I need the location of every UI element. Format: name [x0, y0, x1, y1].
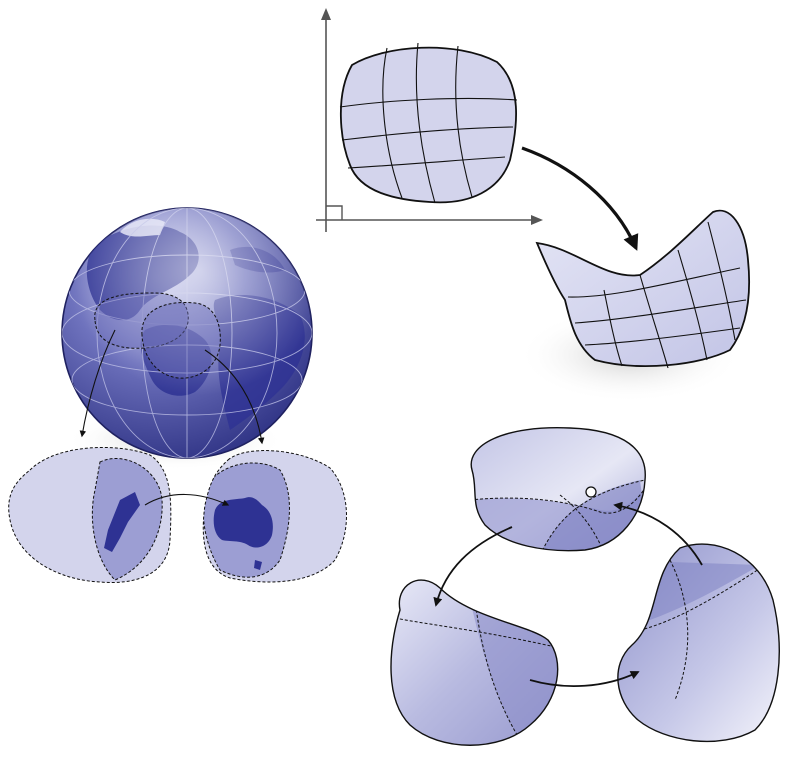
globe-region-b: [141, 301, 221, 379]
left-chart-land: [104, 492, 140, 552]
saddle-surface: [518, 209, 751, 403]
x-axis-arrowhead-icon: [531, 215, 543, 225]
chart-map-arrow-icon: [204, 349, 265, 445]
transition-arrow-icon: [613, 501, 703, 566]
globe: [61, 207, 313, 470]
point-marker-icon: [585, 486, 597, 498]
blob-right: [617, 543, 780, 743]
right-chart-land: [213, 497, 273, 548]
transition-arrow-icon: [529, 671, 640, 687]
chart-map-arrow-icon: [79, 329, 116, 438]
patch-outline: [339, 46, 517, 204]
left-chart: [8, 447, 172, 583]
cartesian-axes: [316, 8, 543, 232]
transition-arrow-icon: [433, 526, 513, 607]
right-chart-outline: [202, 450, 347, 583]
coordinate-patch: [339, 42, 518, 204]
right-chart: [202, 450, 347, 583]
right-angle-marker: [326, 205, 343, 220]
globe-surface: [62, 208, 312, 458]
blob-top: [470, 427, 646, 552]
blob-right-outline: [617, 543, 780, 743]
saddle-grid: [567, 221, 747, 369]
blob-left: [390, 579, 559, 746]
left-chart-outline: [8, 447, 172, 583]
y-axis-arrowhead-icon: [321, 8, 331, 20]
patch-grid: [339, 42, 518, 204]
blob-left-outline: [390, 579, 559, 746]
transition-map-arrow-icon: [144, 493, 230, 506]
transition-arrow-icon: [521, 146, 639, 251]
globe-region-a: [94, 292, 189, 349]
